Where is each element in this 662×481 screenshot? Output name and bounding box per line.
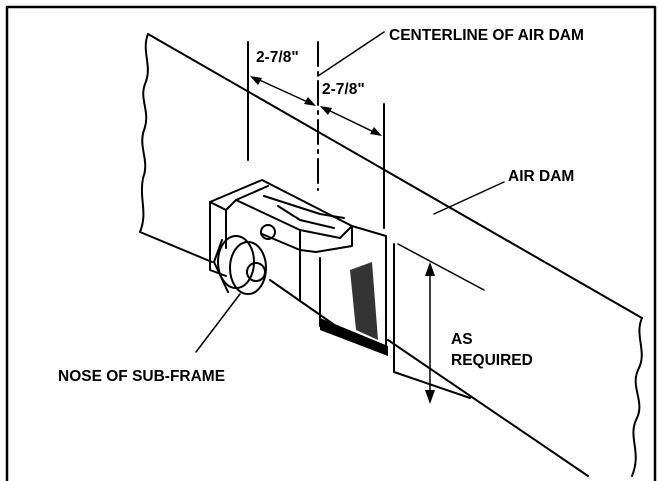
air-dam-right-edge (631, 317, 643, 477)
air-dam-lower-edge (139, 231, 589, 477)
plate-top-leader (397, 243, 485, 291)
dimension-left (250, 76, 316, 106)
centerline-label: CENTERLINE OF AIR DAM (389, 27, 584, 44)
centerline-leader (317, 31, 385, 77)
air-dam-leader (433, 181, 505, 215)
as-required-label-1: AS (451, 331, 473, 348)
dim-right-label: 2-7/8" (322, 81, 365, 98)
air-dam-plate (393, 243, 471, 399)
as-required-dimension (425, 262, 435, 404)
nose-leader (195, 293, 241, 353)
sub-frame-nose (209, 179, 388, 356)
dimension-right (320, 106, 382, 136)
air-dam-label: AIR DAM (508, 168, 574, 185)
frame-border (5, 5, 657, 481)
nose-label: NOSE OF SUB-FRAME (58, 368, 225, 385)
air-dam-upper-edge (139, 33, 643, 319)
dim-left-label: 2-7/8" (256, 49, 299, 66)
as-required-label-2: REQUIRED (451, 352, 533, 369)
